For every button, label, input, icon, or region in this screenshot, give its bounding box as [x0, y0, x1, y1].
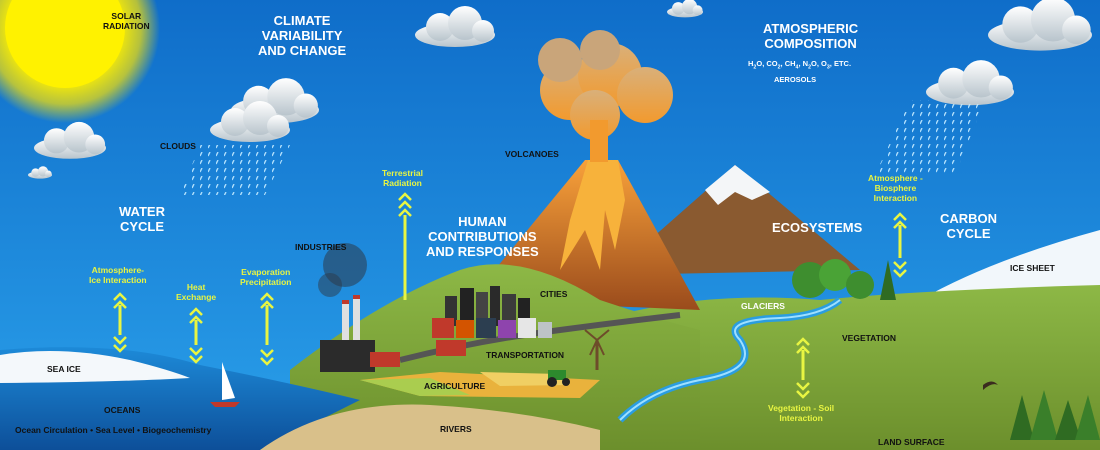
- tractor-icon: [547, 370, 570, 387]
- label-aerosols: AEROSOLS: [774, 75, 817, 84]
- arrow-vegetation-soil: [795, 337, 811, 399]
- label-oceans: OCEANS: [104, 405, 141, 415]
- gas-o3: O3: [821, 59, 830, 71]
- ice-sheet-shape: [920, 230, 1100, 300]
- rain-icon: [180, 145, 290, 195]
- label-ocean-footer: Ocean Circulation • Sea Level • Biogeoch…: [15, 425, 212, 435]
- label-glaciers: GLACIERS: [741, 301, 785, 311]
- label-clouds: CLOUDS: [160, 141, 196, 151]
- trees-icon: [792, 259, 1100, 440]
- city-buildings-icon: [432, 286, 552, 356]
- rain-icon: [875, 100, 985, 175]
- sailboat-icon: [210, 362, 240, 407]
- label-transportation: TRANSPORTATION: [486, 350, 565, 360]
- arrow-atmosphere-ice: [112, 292, 128, 353]
- label-sea-ice: SEA ICE: [47, 364, 81, 374]
- label-vegetation: VEGETATION: [842, 333, 896, 343]
- label-industries: INDUSTRIES: [295, 242, 347, 252]
- label-ice-sheet: ICE SHEET: [1010, 263, 1055, 273]
- factory-icon: [318, 243, 400, 372]
- label-atmosphere-ice: Atmosphere-Ice Interaction: [89, 265, 147, 285]
- label-gas-list: H2O, CO2, CH4, N2O, O3, ETC.: [748, 59, 852, 71]
- label-agriculture: AGRICULTURE: [424, 381, 486, 391]
- arrow-heat-exchange: [188, 307, 204, 364]
- gas-n2o: N2O: [802, 59, 817, 71]
- arrow-terrestrial-radiation: [397, 192, 413, 300]
- label-rivers: RIVERS: [440, 424, 472, 434]
- arrow-evaporation-precipitation: [259, 292, 275, 366]
- label-land-surface: LAND SURFACE: [878, 437, 945, 447]
- label-ecosystems: ECOSYSTEMS: [772, 220, 863, 235]
- volcano-plume-icon: [538, 30, 673, 162]
- bird-icon: [983, 381, 998, 390]
- gas-h2o: H2O: [748, 59, 763, 71]
- gas-co2: CO2: [766, 59, 781, 71]
- label-volcanoes: VOLCANOES: [505, 149, 559, 159]
- windmill-icon: [584, 329, 610, 370]
- label-cities: CITIES: [540, 289, 568, 299]
- gas-ch4: CH4: [784, 59, 799, 71]
- sea-ice-shape: [0, 351, 190, 383]
- arrow-atmosphere-biosphere: [892, 212, 908, 278]
- gas-etc: ETC.: [833, 59, 852, 68]
